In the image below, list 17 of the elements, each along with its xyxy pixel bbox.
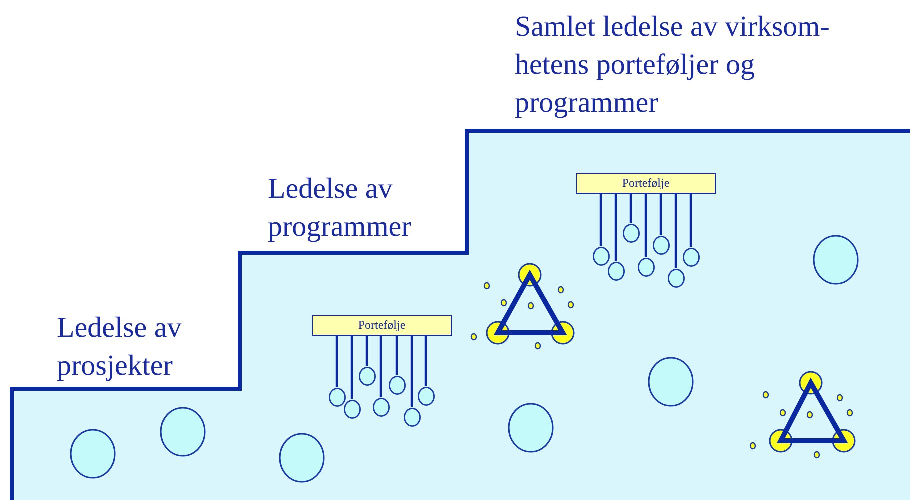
hanging-line — [690, 194, 692, 248]
hanging-line — [630, 194, 632, 224]
hanging-line — [674, 194, 678, 268]
hanging-line — [600, 194, 602, 246]
hanging-line — [614, 194, 618, 262]
level-heading: Ledelse av programmer — [268, 172, 412, 245]
hanging-line — [336, 336, 338, 388]
portfolio-label-box: Portefølje — [312, 315, 452, 336]
hanging-line — [644, 194, 648, 258]
level-heading: Ledelse av prosjekter — [57, 311, 183, 384]
hanging-line — [366, 336, 368, 366]
level-heading: Samlet ledelse av virksom-hetens porteføljer og programmer — [515, 10, 831, 121]
hanging-line — [396, 336, 398, 376]
hanging-line — [350, 336, 354, 400]
portfolio-label-box: Portefølje — [576, 173, 716, 194]
hanging-line — [424, 336, 428, 386]
hanging-line — [660, 194, 662, 236]
